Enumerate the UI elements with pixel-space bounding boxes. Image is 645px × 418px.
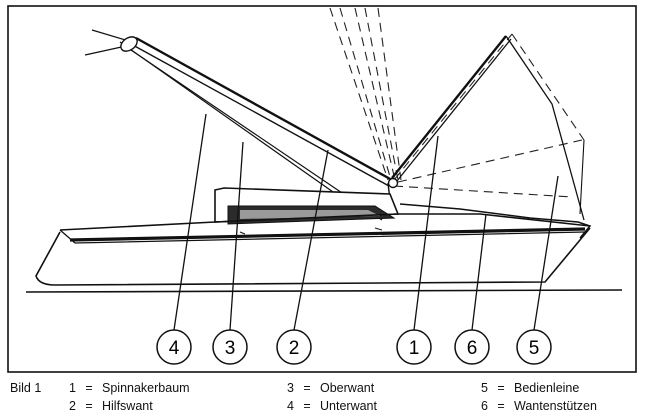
legend-text: Bedienleine — [514, 381, 580, 395]
legend-num: 2 — [69, 399, 76, 413]
callout-6: 6 — [454, 329, 490, 365]
legend-text: Unterwant — [320, 399, 377, 413]
legend-eq: = — [85, 399, 93, 413]
svg-text:4: 4 — [169, 338, 180, 359]
leader-lines — [173, 113, 559, 331]
callout-1: 1 — [396, 329, 432, 365]
legend-num: 1 — [69, 381, 76, 395]
legend-text: Spinnakerbaum — [102, 381, 190, 395]
legend-eq: = — [497, 399, 505, 413]
callout-4: 4 — [156, 329, 192, 365]
svg-text:1: 1 — [409, 338, 420, 359]
mast-dashed-positions — [329, 7, 585, 198]
legend-num: 6 — [481, 399, 488, 413]
legend-text: Oberwant — [320, 381, 375, 395]
svg-text:6: 6 — [467, 338, 478, 359]
boat-hull — [25, 187, 623, 293]
legend-item-3: 3 = Oberwant — [282, 381, 374, 395]
figure-label: Bild 1 — [10, 381, 42, 395]
legend-eq: = — [303, 381, 311, 395]
rigging-lines — [84, 29, 393, 221]
legend-text: Wantenstützen — [514, 399, 597, 413]
figure-legend: Bild 1 1 = Spinnakerbaum 2 = Hilfswant 3 = Obe… — [0, 379, 645, 418]
operating-line — [505, 35, 585, 221]
legend-item-1: 1 = Spinnakerbaum — [64, 381, 190, 395]
legend-text: Hilfswant — [102, 399, 153, 413]
legend-item-5: 5 = Bedienleine — [476, 381, 579, 395]
legend-eq: = — [497, 381, 505, 395]
pole-end-fitting — [120, 36, 138, 52]
legend-eq: = — [303, 399, 311, 413]
figure-frame — [7, 5, 637, 373]
legend-item-6: 6 = Wantenstützen — [476, 399, 597, 413]
legend-eq: = — [85, 381, 93, 395]
legend-item-2: 2 = Hilfswant — [64, 399, 153, 413]
callout-2: 2 — [276, 329, 312, 365]
legend-num: 4 — [287, 399, 294, 413]
legend-num: 5 — [481, 381, 488, 395]
svg-text:2: 2 — [289, 338, 300, 359]
spinnaker-pole — [391, 35, 512, 182]
diagram-figure: 4 3 2 1 6 5 — [7, 5, 637, 373]
mast-fitting — [387, 177, 399, 189]
callout-5: 5 — [516, 329, 552, 365]
svg-text:3: 3 — [225, 338, 236, 359]
callout-3: 3 — [212, 329, 248, 365]
legend-item-4: 4 = Unterwant — [282, 399, 377, 413]
legend-num: 3 — [287, 381, 294, 395]
svg-text:5: 5 — [529, 338, 540, 359]
